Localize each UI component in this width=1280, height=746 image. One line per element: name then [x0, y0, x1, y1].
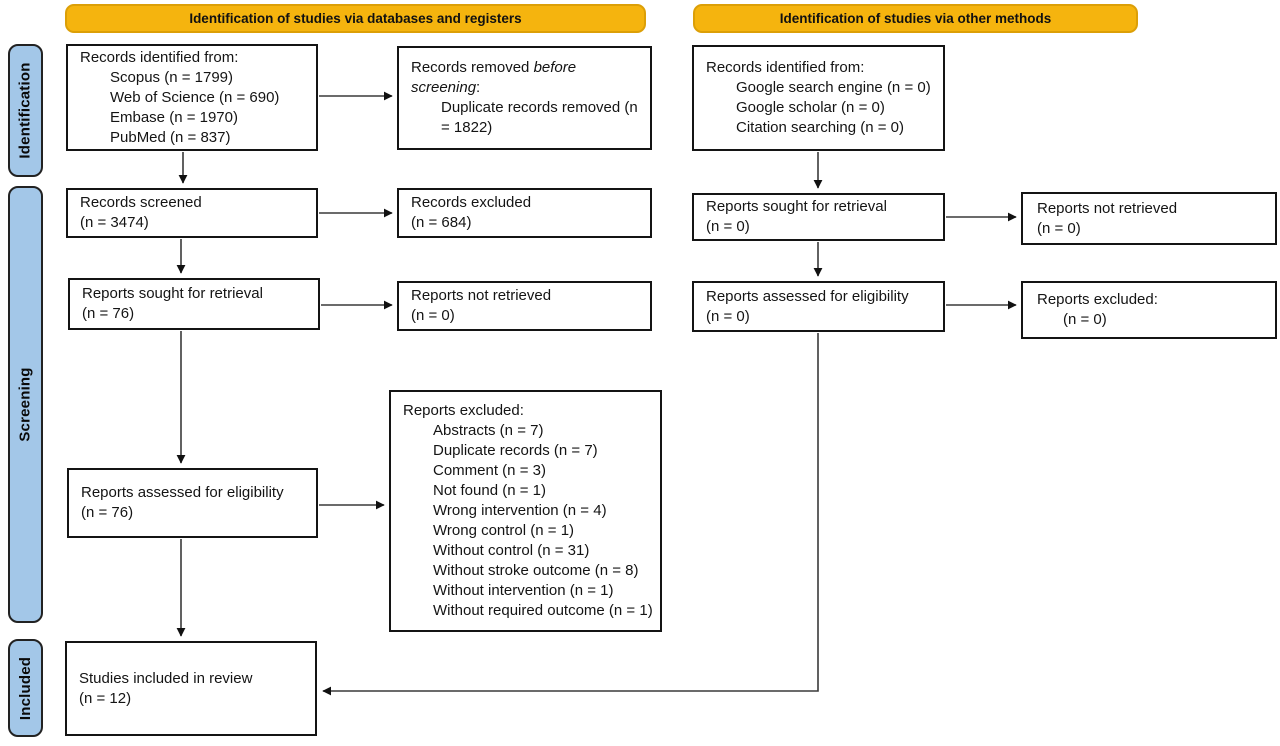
box-title: Records identified from:: [706, 59, 865, 76]
title-italic-text: before screening: [411, 59, 577, 96]
box-line2: (n = 12): [79, 689, 132, 707]
box-records-removed-before-screening: Records removed before screening: Duplic…: [397, 46, 652, 150]
header-other-label: Identification of studies via other meth…: [779, 11, 1052, 26]
box-records-identified-other: Records identified from: Google search e…: [692, 45, 945, 151]
list-item: Duplicate records removed (n = 1822): [441, 99, 638, 136]
sidebar-screening: Screening: [8, 186, 43, 623]
box-line2: (n = 0): [706, 218, 750, 235]
box-reports-assessed-databases: Reports assessed for eligibility (n = 76…: [67, 468, 318, 538]
list-item: Google search engine (n = 0): [736, 79, 931, 96]
box-reports-sought-other: Reports sought for retrieval (n = 0): [692, 193, 945, 241]
list-item: Without control (n = 31): [433, 542, 590, 559]
box-studies-included: Studies included in review (n = 12): [65, 641, 317, 736]
box-line1: Reports not retrieved: [1037, 199, 1178, 217]
title-colon: :: [476, 79, 481, 96]
box-line1: Studies included in review: [79, 669, 253, 687]
box-line1: Reports assessed for eligibility: [706, 287, 909, 305]
box-line2: (n = 76): [82, 305, 135, 322]
box-line1: Reports sought for retrieval: [706, 198, 887, 215]
box-line2: (n = 76): [81, 504, 134, 521]
list-item: Without required outcome (n = 1): [433, 602, 653, 619]
list-item: Scopus (n = 1799): [110, 68, 233, 86]
box-line1: Reports assessed for eligibility: [81, 484, 284, 501]
list-item: Citation searching (n = 0): [736, 119, 905, 136]
box-line1: Records excluded: [411, 194, 532, 211]
list-item: Wrong control (n = 1): [433, 522, 575, 539]
list-item: Wrong intervention (n = 4): [433, 502, 607, 519]
sidebar-included-label: Included: [17, 656, 34, 720]
list-item: PubMed (n = 837): [110, 128, 231, 146]
box-line2: (n = 3474): [80, 214, 149, 231]
list-item: Google scholar (n = 0): [736, 99, 885, 116]
box-line2: (n = 684): [411, 214, 472, 231]
box-reports-not-retrieved-other: Reports not retrieved (n = 0): [1021, 192, 1277, 245]
sidebar-included: Included: [8, 639, 43, 737]
box-reports-excluded-reasons: Reports excluded: Abstracts (n = 7) Dupl…: [389, 390, 662, 632]
box-title: Records identified from:: [80, 48, 239, 66]
sidebar-screening-label: Screening: [17, 367, 35, 442]
header-databases-label: Identification of studies via databases …: [189, 11, 522, 26]
box-line2: (n = 0): [411, 307, 455, 324]
list-item: Without intervention (n = 1): [433, 582, 614, 599]
box-title: Records removed before screening:: [411, 58, 593, 98]
box-reports-sought-databases: Reports sought for retrieval (n = 76): [68, 278, 320, 330]
title-text: Records removed: [411, 59, 534, 76]
header-databases-registers: Identification of studies via databases …: [65, 4, 646, 33]
box-line1: Reports excluded:: [1037, 291, 1158, 308]
box-line1: Reports sought for retrieval: [82, 285, 263, 302]
sidebar-identification: Identification: [8, 44, 43, 177]
list-item: Web of Science (n = 690): [110, 88, 280, 106]
list-item: Comment (n = 3): [433, 462, 546, 479]
list-item: Without stroke outcome (n = 8): [433, 562, 639, 579]
box-title: Reports excluded:: [403, 402, 524, 419]
box-line1: Reports not retrieved: [411, 287, 552, 304]
box-reports-not-retrieved-databases: Reports not retrieved (n = 0): [397, 281, 652, 331]
box-records-screened: Records screened (n = 3474): [66, 188, 318, 238]
list-item: Embase (n = 1970): [110, 108, 238, 126]
box-records-identified-databases: Records identified from: Scopus (n = 179…: [66, 44, 318, 151]
list-item: Abstracts (n = 7): [433, 422, 544, 439]
box-line1: Records screened: [80, 194, 202, 211]
list-item: Duplicate records (n = 7): [433, 442, 598, 459]
box-records-excluded: Records excluded (n = 684): [397, 188, 652, 238]
sidebar-identification-label: Identification: [17, 62, 35, 159]
box-reports-assessed-other: Reports assessed for eligibility (n = 0): [692, 281, 945, 332]
header-other-methods: Identification of studies via other meth…: [693, 4, 1138, 33]
box-line2: (n = 0): [1037, 219, 1081, 237]
box-line2: (n = 0): [1063, 311, 1107, 328]
box-line2: (n = 0): [706, 307, 750, 325]
box-reports-excluded-other: Reports excluded: (n = 0): [1021, 281, 1277, 339]
list-item: Not found (n = 1): [433, 482, 546, 499]
